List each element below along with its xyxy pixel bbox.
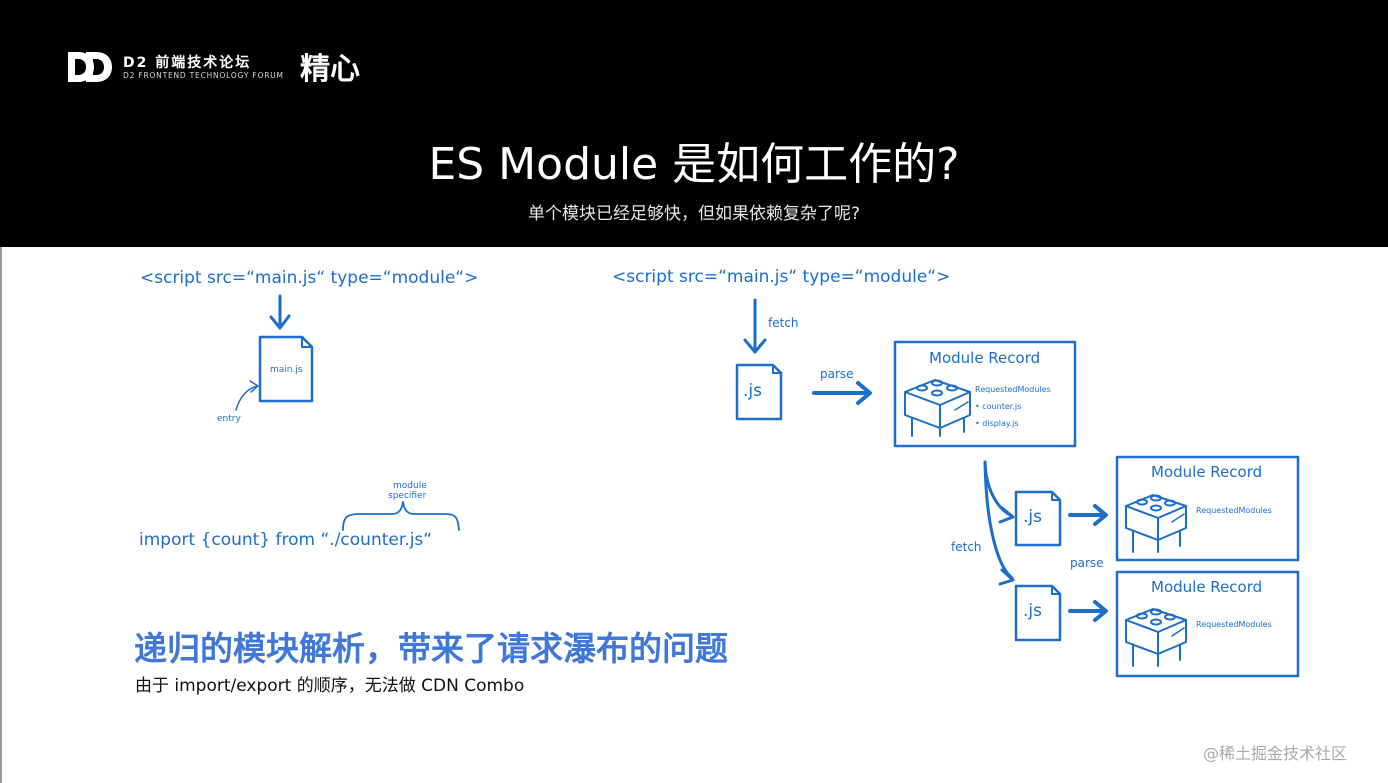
file-ext-label: .js xyxy=(743,381,762,401)
module-record-title: Module Record xyxy=(1151,463,1263,481)
lego-brick-icon xyxy=(904,379,971,437)
logo-subtitle: D2 FRONTEND TECHNOLOGY FORUM xyxy=(123,71,284,80)
module-record-box xyxy=(1115,570,1300,678)
lego-brick-icon xyxy=(1125,494,1187,553)
module-record-title: Module Record xyxy=(1151,578,1263,596)
slide-note: 由于 import/export 的顺序，无法做 CDN Combo xyxy=(135,676,525,696)
file-icon xyxy=(735,363,783,421)
lego-brick-icon xyxy=(1125,608,1187,667)
parse-label: parse xyxy=(1070,556,1104,570)
dep-display: • display.js xyxy=(975,419,1019,428)
import-statement: import {count} from “./counter.js“ xyxy=(139,530,433,550)
entry-pointer xyxy=(235,380,259,411)
left-edge-line xyxy=(0,247,2,783)
module-record-box xyxy=(893,340,1077,448)
script-tag-left: <script src=“main.js“ type=“module“> xyxy=(140,268,479,288)
script-tag-right: <script src=“main.js“ type=“module“> xyxy=(612,267,951,287)
slide-headline: 递归的模块解析，带来了请求瀑布的问题 xyxy=(134,629,728,668)
branch-arrows xyxy=(983,460,1015,586)
requested-modules-label: RequestedModules xyxy=(1196,620,1272,629)
parse-arrow-icon xyxy=(812,381,872,405)
entry-label: entry xyxy=(217,414,241,424)
file-icon xyxy=(258,335,314,403)
slide-header: D2 前端技术论坛 D2 FRONTEND TECHNOLOGY FORUM 精… xyxy=(0,0,1388,247)
parse-arrow-icon xyxy=(1068,504,1108,526)
module-record-title: Module Record xyxy=(929,349,1041,367)
file-ext-label: .js xyxy=(1023,507,1042,527)
d2-logo-mark xyxy=(68,52,112,82)
file-icon xyxy=(1014,490,1062,547)
specifier-label-line2: specifier xyxy=(388,491,427,501)
requested-modules-label: RequestedModules xyxy=(975,385,1051,394)
slide-subtitle: 单个模块已经足够快，但如果依赖复杂了呢? xyxy=(527,204,861,224)
requested-modules-label: RequestedModules xyxy=(1196,506,1272,515)
main-js-label: main.js xyxy=(270,365,303,375)
parse-label: parse xyxy=(820,367,854,381)
specifier-brace xyxy=(342,501,460,531)
file-icon xyxy=(1014,584,1062,642)
parse-arrow-icon xyxy=(1068,600,1108,622)
fetch-arrow-icon xyxy=(743,298,767,354)
watermark: @稀土掘金技术社区 xyxy=(1203,744,1348,763)
slide-title: ES Module 是如何工作的? xyxy=(428,139,960,190)
module-record-box xyxy=(1115,455,1300,562)
file-ext-label: .js xyxy=(1023,601,1042,621)
logo-title: D2 前端技术论坛 xyxy=(123,55,252,71)
fetch-label: fetch xyxy=(951,540,982,554)
fetch-label: fetch xyxy=(768,316,799,330)
specifier-label-line1: module xyxy=(393,481,427,491)
brand-logo: 精心 xyxy=(300,52,360,87)
dep-counter: • counter.js xyxy=(975,402,1022,411)
arrow-down-icon xyxy=(269,294,291,330)
